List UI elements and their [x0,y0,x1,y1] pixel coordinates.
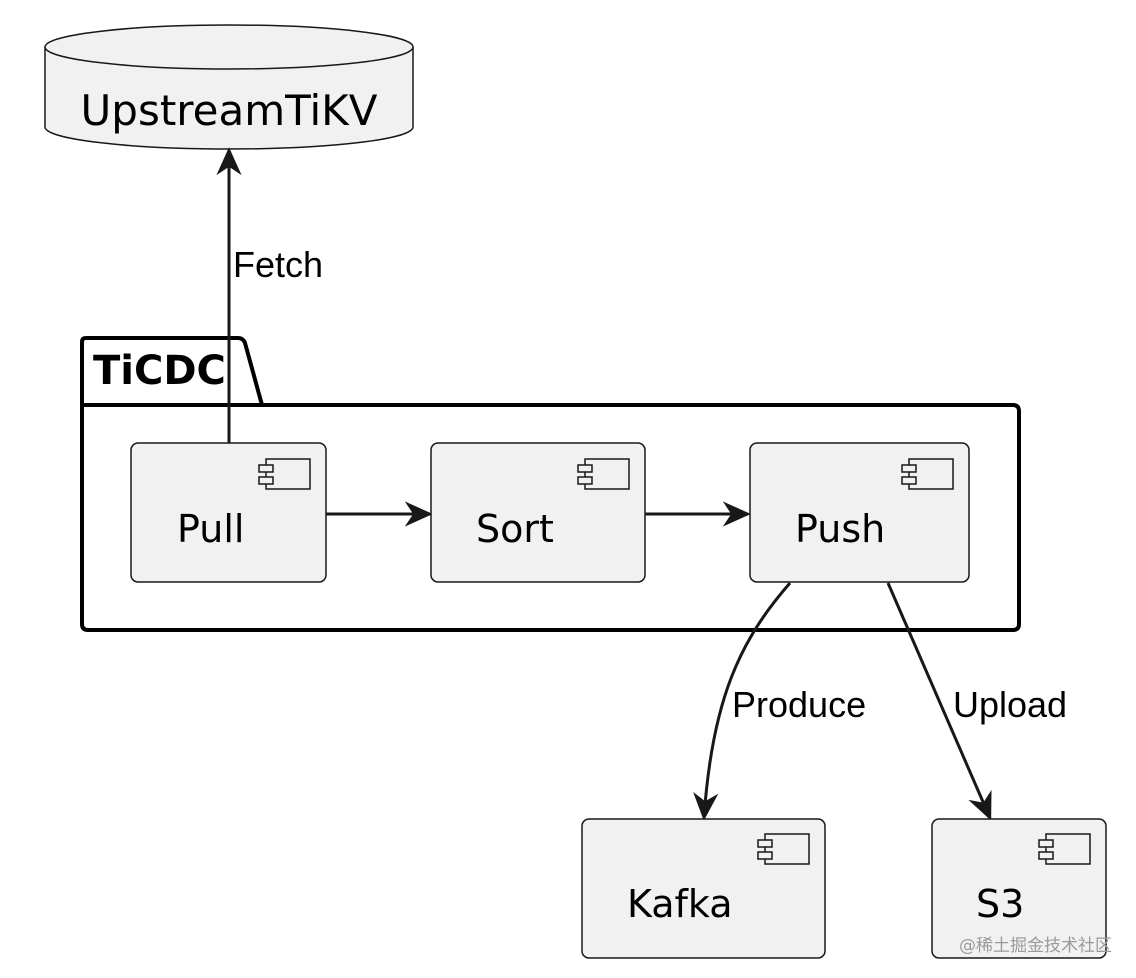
component-kafka: Kafka [581,818,826,959]
upstream-tikv-database: UpstreamTiKV [44,24,414,150]
s3-label: S3 [976,882,1024,926]
database-label: UpstreamTiKV [81,86,378,135]
upload-edge [886,582,992,821]
kafka-label: Kafka [627,882,733,926]
component-icon [1038,833,1091,865]
sort-label: Sort [476,507,554,551]
package-label: TiCDC [93,348,226,394]
component-pull: Pull [130,442,327,583]
fetch-label: Fetch [233,244,323,285]
produce-edge [693,582,792,821]
component-s3: S3 [931,818,1107,959]
produce-label: Produce [732,684,866,725]
edges [216,147,992,821]
component-icon [258,458,311,490]
component-icon [757,833,810,865]
component-icon [577,458,630,490]
component-push: Push [749,442,970,583]
component-icon [901,458,954,490]
component-sort: Sort [430,442,646,583]
watermark: @稀土掘金技术社区 [959,936,1112,956]
pull-label: Pull [177,507,244,551]
upload-label: Upload [953,684,1067,725]
push-label: Push [795,507,885,551]
